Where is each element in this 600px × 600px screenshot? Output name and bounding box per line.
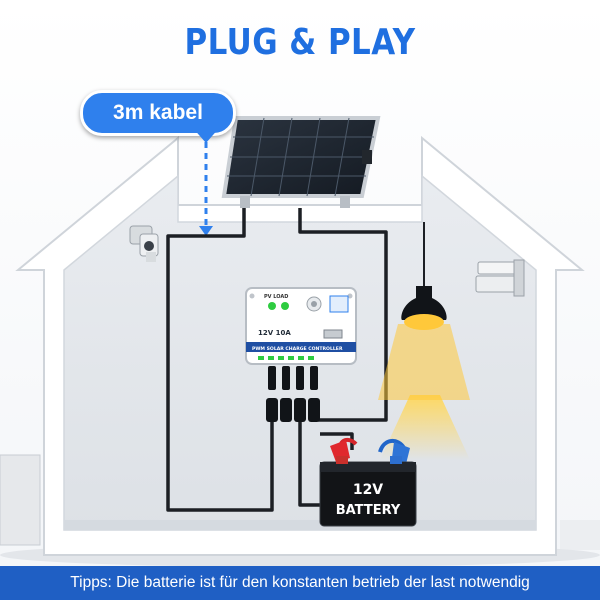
footer-tip-bar: Tipps: Die batterie ist für den konstant… <box>0 566 600 600</box>
battery: 12V BATTERY <box>319 456 417 527</box>
controller-rating: 12V 10A <box>258 329 291 337</box>
battery-label: BATTERY <box>336 503 401 518</box>
charge-controller: PV LOAD 12V 10A PWM SOLAR CHARGE CONTROL… <box>245 287 357 365</box>
security-camera <box>129 225 159 262</box>
controller-indicator-labels: PV LOAD <box>264 294 288 300</box>
background-wall <box>560 520 600 550</box>
mc4-connectors <box>266 366 320 422</box>
controller-band: PWM SOLAR CHARGE CONTROLLER <box>252 346 343 352</box>
callout-pointer <box>192 127 220 143</box>
footer-tip-text: Tipps: Die batterie ist für den konstant… <box>70 574 530 591</box>
headline: PLUG & PLAY <box>184 22 416 63</box>
cable-arrow-icon <box>199 226 213 236</box>
background-box <box>0 454 41 546</box>
floor <box>64 520 536 530</box>
battery-clamps <box>330 437 410 464</box>
solar-panel <box>221 116 381 208</box>
floodlight <box>475 259 525 297</box>
battery-voltage: 12V <box>353 482 383 498</box>
